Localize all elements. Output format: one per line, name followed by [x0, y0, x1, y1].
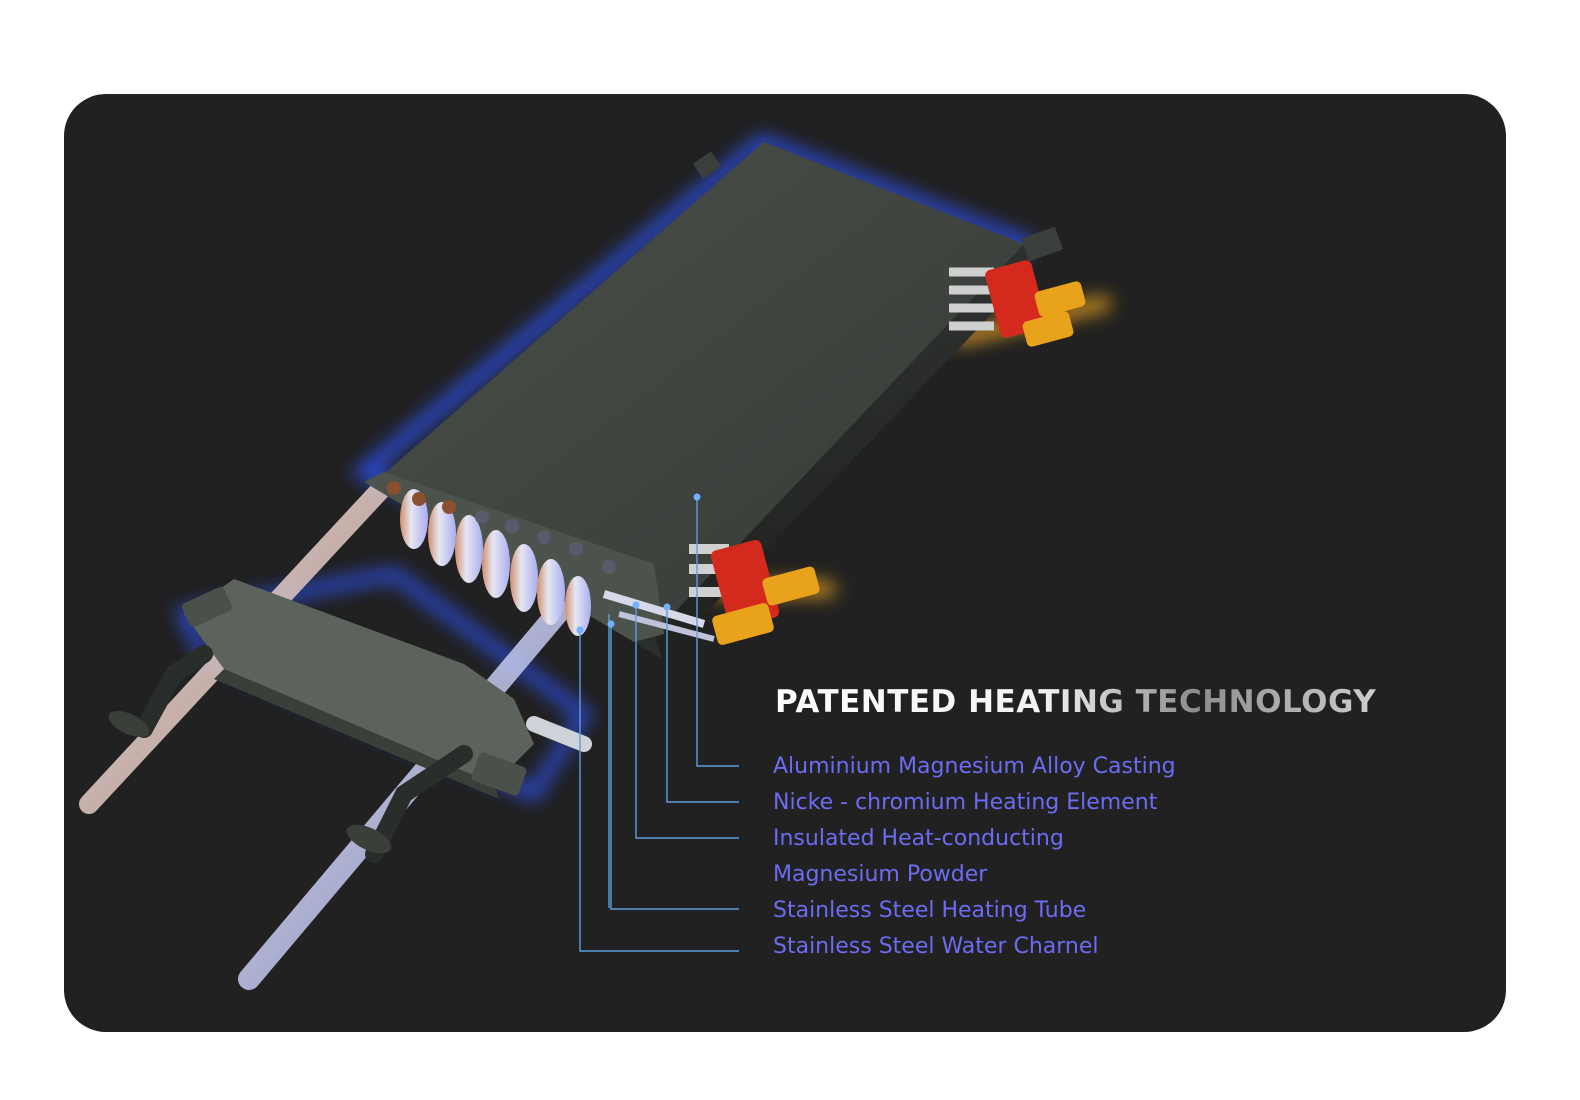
leader-dots — [576, 493, 701, 634]
component-label: Stainless Steel Water Charnel — [773, 934, 1099, 959]
front-terminals — [689, 539, 820, 645]
component-label: Stainless Steel Heating Tube — [773, 898, 1087, 923]
component-label: Insulated Heat-conducting — [773, 826, 1064, 851]
heater-illustration — [79, 133, 1111, 990]
component-list: Aluminium Magnesium Alloy Casting Nicke … — [773, 751, 1176, 967]
component-label: Nicke - chromium Heating Element — [773, 790, 1158, 815]
leader-lines — [579, 497, 739, 952]
mounting-bracket — [108, 579, 592, 863]
component-label: Magnesium Powder — [773, 862, 988, 887]
component-label: Aluminium Magnesium Alloy Casting — [773, 754, 1176, 779]
heating-coil — [387, 481, 616, 636]
product-card: PATENTED HEATING TECHNOLOGY Aluminium Ma… — [64, 94, 1506, 1032]
section-heading: PATENTED HEATING TECHNOLOGY — [775, 684, 1377, 720]
rear-terminals — [949, 260, 1086, 347]
